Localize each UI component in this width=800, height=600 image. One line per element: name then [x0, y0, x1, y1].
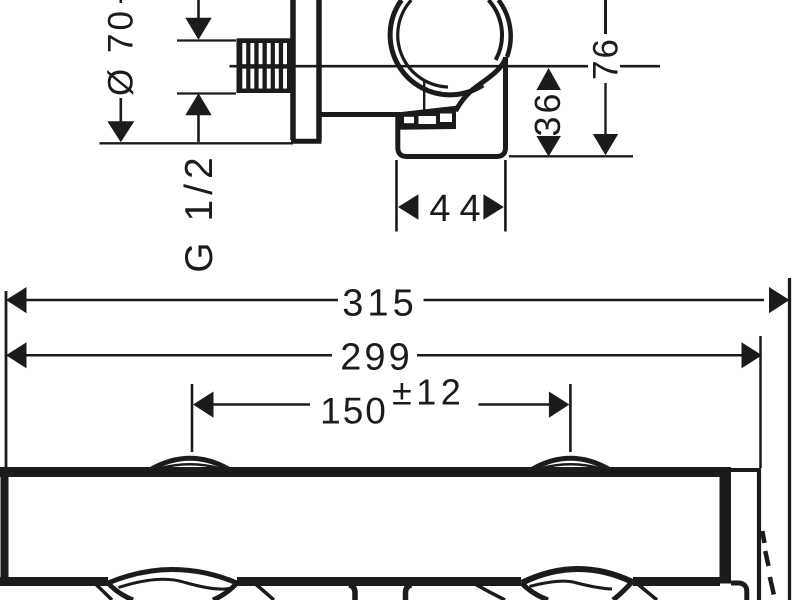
svg-text:299: 299 — [340, 337, 412, 379]
svg-text:36: 36 — [527, 90, 568, 136]
svg-text:G 1/2: G 1/2 — [178, 152, 221, 272]
svg-text:315: 315 — [342, 283, 417, 325]
svg-text:44: 44 — [429, 188, 489, 230]
svg-text:±12: ±12 — [392, 372, 465, 413]
svg-text:76: 76 — [587, 37, 626, 80]
svg-text:Ø 70: Ø 70 — [102, 8, 141, 96]
svg-text:150: 150 — [320, 391, 388, 432]
